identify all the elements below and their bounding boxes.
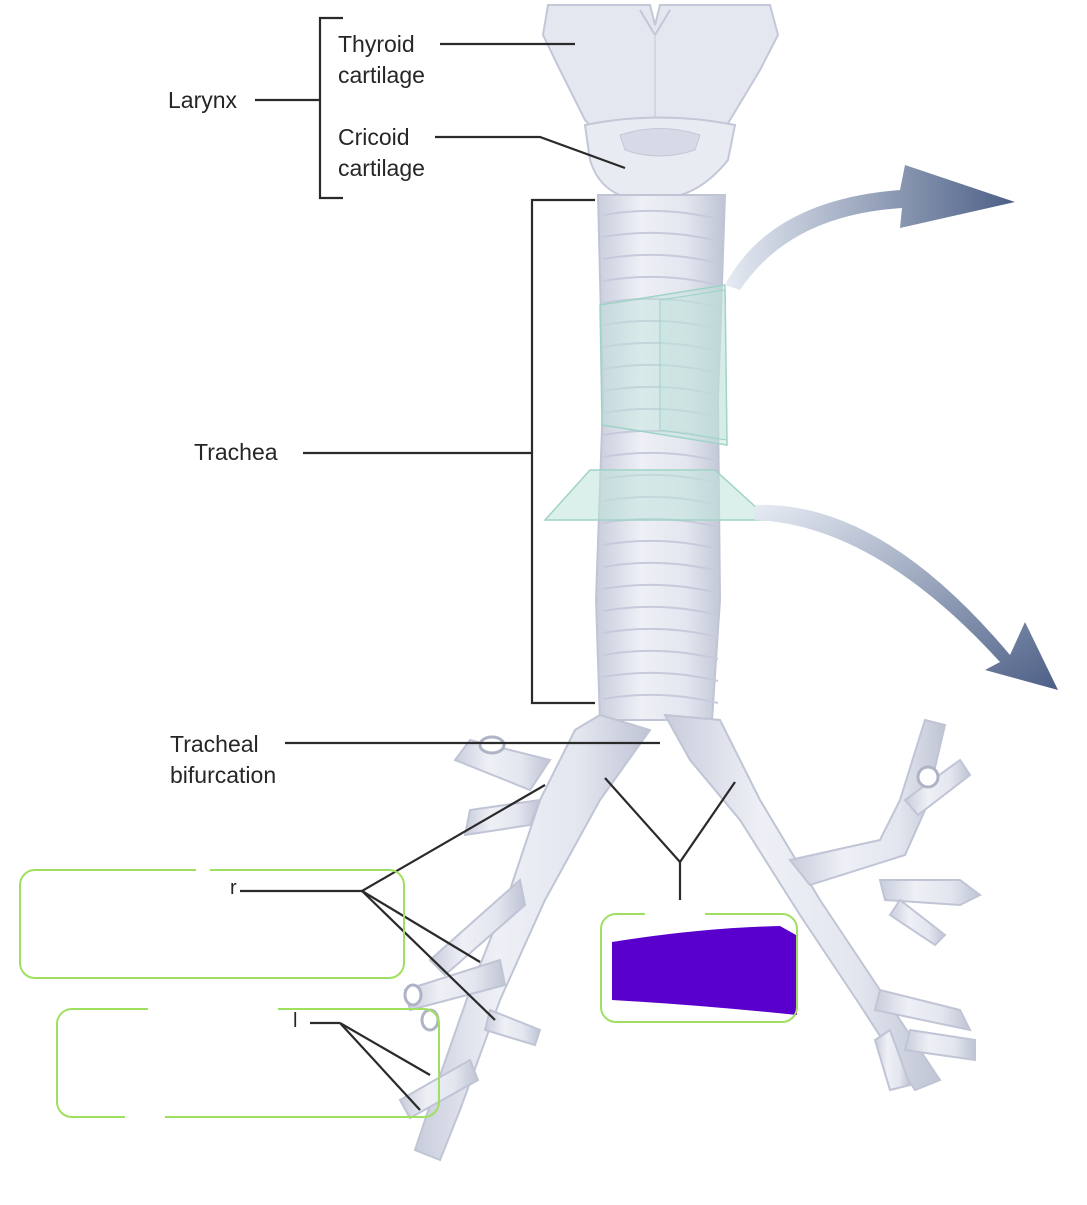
trachea-label: Trachea xyxy=(194,439,278,465)
cartilage-ring xyxy=(602,649,719,660)
answer-box-text-fragment: r xyxy=(230,877,237,899)
section-planes xyxy=(543,284,772,521)
answer-box-gap xyxy=(148,1005,278,1011)
answer-box-gap xyxy=(645,910,705,916)
cartilage-ring xyxy=(602,693,719,704)
leader-lines xyxy=(240,16,736,1111)
tracheal-bifurcation-label: Tracheal bifurcation xyxy=(170,731,277,788)
answer-box-segmental-bronchi[interactable] xyxy=(56,1008,440,1118)
cartilage-ring xyxy=(602,451,719,462)
cartilage-ring xyxy=(602,583,719,594)
cartilage-ring xyxy=(602,253,719,264)
cartilage-ring xyxy=(602,539,719,550)
cartilage-ring xyxy=(602,605,719,616)
answer-box-lobar-bronchi[interactable] xyxy=(19,869,405,979)
right-bronchial-tree xyxy=(663,713,982,1092)
answer-box-main-bronchi[interactable] xyxy=(600,913,798,1023)
cartilage-ring xyxy=(602,231,719,242)
left-bronchial-tree xyxy=(398,713,652,1162)
cartilage-ring xyxy=(602,209,719,220)
trachea-tube xyxy=(594,194,727,721)
cartilage-ring xyxy=(602,627,719,638)
answer-box-gap xyxy=(125,1114,165,1120)
redaction-mark xyxy=(612,926,797,1015)
thyroid-cartilage-shape xyxy=(541,4,780,136)
answer-box-text-fragment: l xyxy=(293,1010,298,1032)
answer-box-gap xyxy=(196,866,210,872)
thyroid-cartilage-label: Thyroid cartilage xyxy=(338,31,425,88)
cartilage-ring xyxy=(602,671,719,682)
cartilage-ring xyxy=(602,561,719,572)
section-arrows xyxy=(725,165,1058,690)
cartilage-ring xyxy=(602,297,719,308)
bronchus-openings xyxy=(403,735,940,1032)
cricoid-cartilage-label: Cricoid cartilage xyxy=(338,124,425,181)
cricoid-cartilage-shape xyxy=(583,116,737,199)
larynx-label: Larynx xyxy=(168,87,238,113)
cartilage-ring xyxy=(602,275,719,286)
